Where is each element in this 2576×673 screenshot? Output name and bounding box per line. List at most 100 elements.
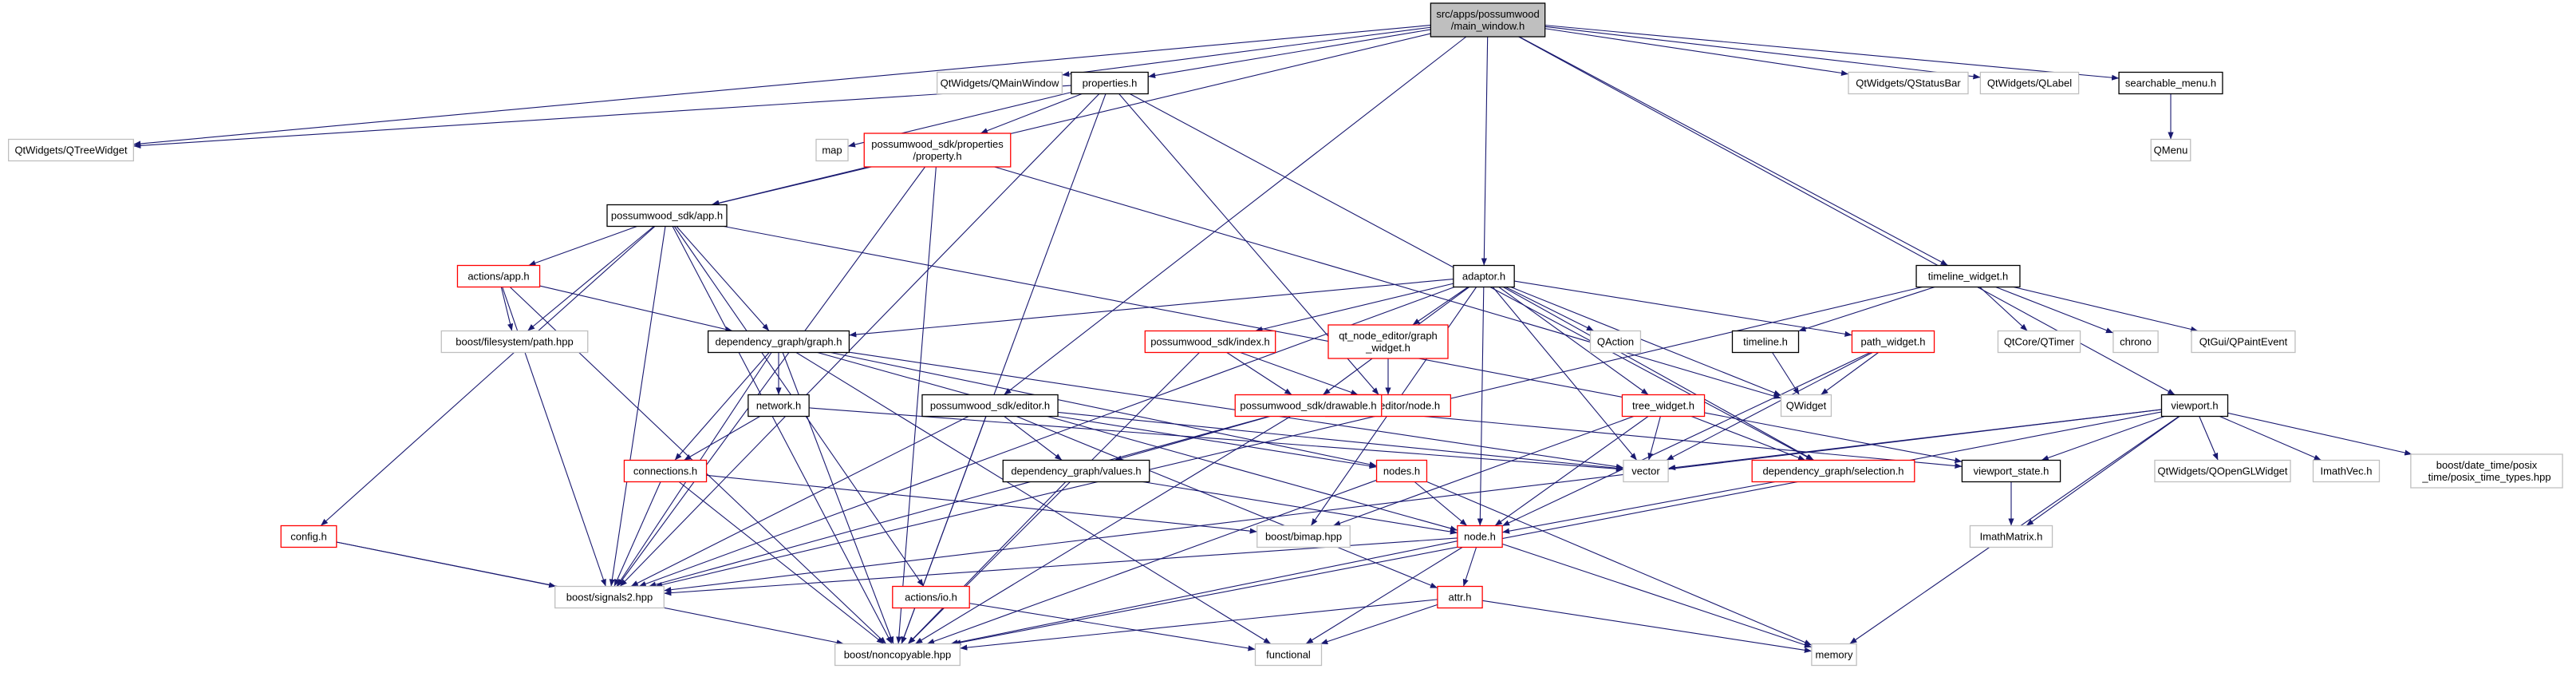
node-attr[interactable]: attr.h: [1437, 585, 1483, 609]
edge-sdk-drawable-to-viewport-state: [1381, 411, 1963, 469]
node-box: [1751, 459, 1915, 483]
node-label: possumwood_sdk/drawable.h: [1240, 400, 1376, 412]
edge-adaptor-to-path-widget: [1514, 280, 1852, 337]
node-label: properties.h: [1083, 77, 1138, 89]
edge-actions-app-to-fs-path: [500, 287, 514, 331]
edge-sdk-editor-to-noncopyable: [901, 416, 987, 644]
node-box: [1848, 71, 1969, 95]
node-label: chrono: [2120, 336, 2152, 348]
edge-viewport-to-qopenglwidget: [2199, 416, 2219, 461]
node-box: [1430, 2, 1546, 38]
node-dg-values[interactable]: dependency_graph/values.h: [1002, 459, 1150, 483]
node-box: [1623, 459, 1669, 483]
edge-main-window-to-searchable-menu: [1544, 25, 2120, 81]
node-qne-graph-widget[interactable]: qt_node_editor/graph_widget.h: [1327, 324, 1449, 359]
node-imathmatrix: ImathMatrix.h: [1969, 525, 2053, 548]
node-sdk-editor[interactable]: possumwood_sdk/editor.h: [921, 394, 1059, 418]
edge-connections-to-signals2: [613, 481, 661, 587]
edge-sdk-editor-to-nodes: [1057, 415, 1377, 469]
node-box: [2150, 138, 2191, 162]
node-properties[interactable]: properties.h: [1071, 71, 1149, 95]
node-path-widget[interactable]: path_widget.h: [1851, 330, 1935, 354]
edge-sdk-editor-to-attr: [1016, 415, 1438, 589]
node-config[interactable]: config.h: [280, 525, 337, 548]
edge-node-to-noncopyable: [950, 540, 1458, 646]
edge-properties-to-qtreewidget: [133, 85, 1071, 148]
node-actions-app[interactable]: actions/app.h: [456, 264, 541, 288]
node-box: [1851, 330, 1935, 354]
node-actions-io[interactable]: actions/io.h: [892, 585, 970, 609]
node-sdk-property[interactable]: possumwood_sdk/properties/property.h: [863, 133, 1012, 168]
edge-timeline-widget-to-qtimer: [1979, 287, 2028, 331]
edge-main-window-to-qtreewidget: [133, 25, 1431, 147]
node-main-window[interactable]: src/apps/possumwood/main_window.h: [1430, 2, 1546, 38]
edge-main-window-to-sdk-app: [712, 33, 1431, 206]
edge-attr-to-memory: [1482, 600, 1812, 653]
node-viewport[interactable]: viewport.h: [2160, 394, 2229, 418]
node-memory: memory: [1811, 643, 1857, 667]
edge-adaptor-to-dg-graph: [849, 278, 1454, 338]
node-sdk-app[interactable]: possumwood_sdk/app.h: [606, 204, 728, 228]
node-label: boost/filesystem/path.hpp: [456, 336, 573, 348]
node-label: dependency_graph/selection.h: [1762, 465, 1903, 477]
node-nodes[interactable]: nodes.h: [1375, 459, 1428, 483]
node-qwidget: QWidget: [1780, 394, 1832, 418]
node-qstatusbar: QtWidgets/QStatusBar: [1848, 71, 1969, 95]
node-label: viewport_state.h: [1974, 465, 2049, 477]
node-dg-graph[interactable]: dependency_graph/graph.h: [707, 330, 850, 354]
edge-dg-values-to-noncopyable: [907, 481, 1067, 644]
node-timeline[interactable]: timeline.h: [1731, 330, 1800, 354]
edge-connections-to-noncopyable: [678, 481, 885, 644]
edge-dg-graph-to-connections: [674, 352, 770, 461]
node-vector: vector: [1623, 459, 1669, 483]
node-label: QtWidgets/QOpenGLWidget: [2157, 465, 2287, 477]
edge-actions-app-to-dg-graph: [539, 285, 733, 332]
node-box: [554, 585, 665, 609]
node-label: QAction: [1597, 336, 1634, 348]
node-sdk-index[interactable]: possumwood_sdk/index.h: [1144, 330, 1276, 354]
node-label: QtWidgets/QMainWindow: [941, 77, 1059, 89]
node-viewport-state[interactable]: viewport_state.h: [1961, 459, 2061, 483]
edge-main-window-to-qlabel: [1544, 26, 1981, 80]
node-adaptor[interactable]: adaptor.h: [1453, 264, 1515, 288]
node-box: [1327, 324, 1449, 359]
edge-network-to-vector: [809, 407, 1623, 472]
edge-tree-widget-to-bimap: [1332, 415, 1635, 527]
node-qopenglwidget: QtWidgets/QOpenGLWidget: [2154, 459, 2291, 483]
dependency-nodes: src/apps/possumwood/main_window.hQtWidge…: [7, 2, 2563, 667]
node-label: /property.h: [913, 150, 961, 162]
node-node[interactable]: node.h: [1457, 525, 1503, 548]
node-searchable-menu[interactable]: searchable_menu.h: [2118, 71, 2223, 95]
node-map: map: [815, 138, 849, 162]
edge-sdk-drawable-to-dg-values: [1114, 415, 1271, 461]
edge-timeline-widget-to-chrono: [1995, 286, 2114, 334]
edge-dg-values-to-node: [1142, 481, 1458, 535]
node-label: functional: [1266, 649, 1311, 661]
node-qpaintevent: QtGui/QPaintEvent: [2191, 330, 2296, 354]
node-box: [2112, 330, 2159, 354]
node-box: [1144, 330, 1276, 354]
node-network[interactable]: network.h: [748, 394, 810, 418]
node-imathvec: ImathVec.h: [2312, 459, 2381, 483]
node-label: ImathVec.h: [2320, 465, 2372, 477]
edge-main-window-to-qmainwindow: [1062, 26, 1431, 77]
node-label: src/apps/possumwood: [1436, 8, 1539, 20]
node-sdk-drawable[interactable]: possumwood_sdk/drawable.h: [1234, 394, 1383, 418]
node-qtimer: QtCore/QTimer: [1997, 330, 2081, 354]
node-qtreewidget: QtWidgets/QTreeWidget: [7, 138, 134, 162]
edge-sdk-editor-to-vector: [1057, 411, 1623, 471]
node-connections[interactable]: connections.h: [623, 459, 708, 483]
node-qmainwindow: QtWidgets/QMainWindow: [937, 71, 1063, 95]
node-dg-selection[interactable]: dependency_graph/selection.h: [1751, 459, 1915, 483]
node-tree-widget[interactable]: tree_widget.h: [1621, 394, 1706, 418]
edge-adaptor-to-tree-widget: [1498, 287, 1649, 395]
node-label: actions/app.h: [467, 271, 529, 283]
edge-dg-graph-to-nodes: [830, 351, 1377, 468]
edge-attr-to-noncopyable: [960, 599, 1438, 651]
node-box: [606, 204, 728, 228]
node-timeline-widget[interactable]: timeline_widget.h: [1915, 264, 2021, 288]
edge-main-window-to-timeline-widget: [1519, 36, 1948, 266]
edge-adaptor-to-vector: [1492, 287, 1638, 461]
edge-path-widget-to-qwidget: [1821, 352, 1879, 395]
node-label: _time/posix_time_types.hpp: [2421, 471, 2550, 483]
